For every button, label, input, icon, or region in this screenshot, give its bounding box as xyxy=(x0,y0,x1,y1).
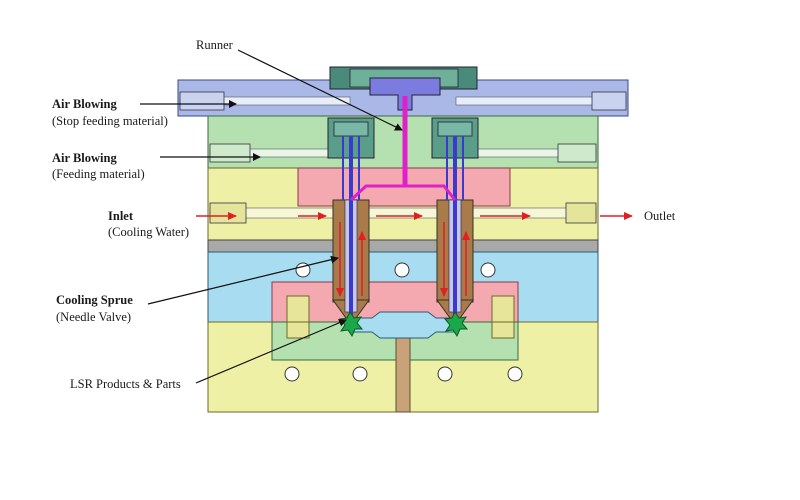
cooling-sprue-sublabel: (Needle Valve) xyxy=(56,310,131,324)
right-cooling-sprue xyxy=(436,136,474,319)
runner-channel xyxy=(349,96,457,202)
left-cooling-sprue xyxy=(332,136,370,319)
air-blowing-stop-label: Air Blowing xyxy=(52,97,117,111)
air-blowing-stop-sublabel: (Stop feeding material) xyxy=(52,114,168,128)
runner-label: Runner xyxy=(196,38,234,52)
yellow-plate-lower xyxy=(207,311,599,413)
runner-leader xyxy=(237,49,403,131)
inlet-label: Inlet xyxy=(108,209,134,223)
cooling-sprue-label: Cooling Sprue xyxy=(56,293,133,307)
lsr-products-label: LSR Products & Parts xyxy=(70,377,181,391)
grey-plate xyxy=(207,239,599,253)
cooling-flow-arrows xyxy=(196,212,633,297)
top-plate xyxy=(177,66,629,117)
lsr-leader xyxy=(195,319,347,384)
sprue-leader xyxy=(147,255,339,305)
air-blowing-feed-label: Air Blowing xyxy=(52,151,117,165)
leader-arrows xyxy=(140,49,403,384)
lsr-part-left xyxy=(339,311,364,338)
outlet-label: Outlet xyxy=(644,209,676,223)
air-blowing-feed-sublabel: (Feeding material) xyxy=(52,167,145,181)
lsr-part-right xyxy=(444,311,469,338)
inlet-sublabel: (Cooling Water) xyxy=(108,225,189,239)
